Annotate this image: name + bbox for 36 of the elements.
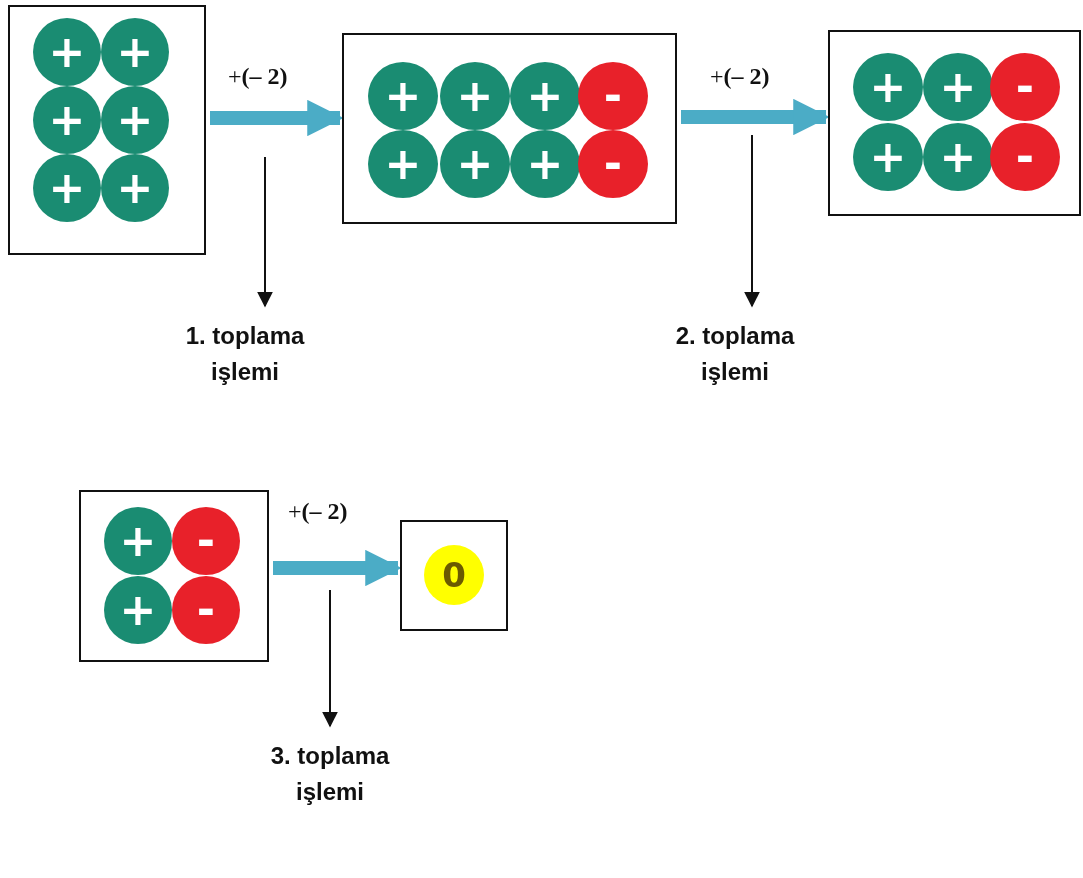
positive-chip: +	[440, 130, 510, 198]
arrow	[744, 134, 760, 308]
positive-chip: +	[368, 62, 438, 130]
positive-chip: +	[853, 123, 923, 191]
frame-box	[342, 33, 677, 224]
positive-chip: +	[440, 62, 510, 130]
block-arrow	[210, 99, 344, 137]
zero-chip: 0	[424, 545, 484, 605]
positive-chip: +	[101, 86, 169, 154]
positive-chip: +	[368, 130, 438, 198]
positive-chip: +	[33, 18, 101, 86]
positive-chip: +	[33, 86, 101, 154]
block-arrow	[273, 549, 402, 587]
positive-chip: +	[923, 123, 993, 191]
positive-chip: +	[33, 154, 101, 222]
frame-box	[8, 5, 206, 255]
positive-chip: +	[510, 62, 580, 130]
positive-chip: +	[104, 576, 172, 644]
positive-chip: +	[101, 154, 169, 222]
negative-chip: -	[172, 507, 240, 575]
positive-chip: +	[104, 507, 172, 575]
block-arrow	[681, 98, 830, 136]
negative-chip: -	[578, 130, 648, 198]
positive-chip: +	[853, 53, 923, 121]
frame-box	[400, 520, 508, 631]
frame-box	[79, 490, 269, 662]
negative-chip: -	[578, 62, 648, 130]
positive-chip: +	[101, 18, 169, 86]
negative-chip: -	[990, 53, 1060, 121]
positive-chip: +	[510, 130, 580, 198]
frame-box	[828, 30, 1081, 216]
arrow	[322, 589, 338, 728]
negative-chip: -	[172, 576, 240, 644]
negative-chip: -	[990, 123, 1060, 191]
arrow	[257, 156, 273, 308]
positive-chip: +	[923, 53, 993, 121]
